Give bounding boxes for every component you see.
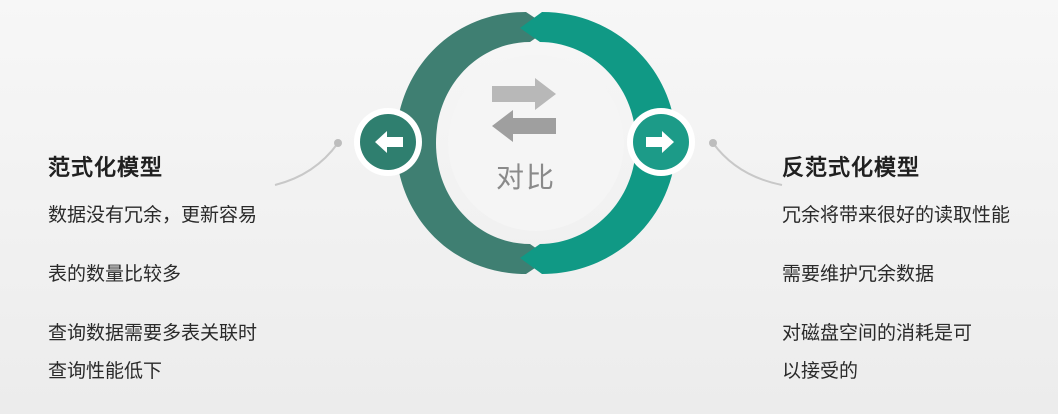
right-item-2: 需要维护冗余数据 — [782, 263, 935, 285]
arrow-left-icon — [375, 131, 403, 153]
left-ring-segment — [396, 12, 550, 274]
right-title: 反范式化模型 — [782, 156, 921, 181]
left-connector — [274, 139, 342, 186]
left-nav-button[interactable] — [354, 108, 422, 176]
left-item-3-line-2: 查询性能低下 — [48, 360, 163, 382]
right-item-3-line-1: 对磁盘空间的消耗是可 — [782, 322, 973, 344]
arrow-right-icon — [646, 131, 674, 153]
right-item-3-line-2: 以接受的 — [782, 360, 859, 382]
center-label: 对比 — [495, 161, 556, 194]
right-item-1: 冗余将带来很好的读取性能 — [782, 204, 1011, 226]
right-nav-button[interactable] — [627, 108, 695, 176]
swap-arrows-icon — [492, 78, 556, 142]
right-ring-segment — [520, 12, 676, 274]
left-item-2: 表的数量比较多 — [48, 263, 182, 285]
left-item-3: 查询数据需要多表关联时 查询性能低下 — [48, 314, 257, 390]
right-connector — [709, 139, 783, 186]
left-title: 范式化模型 — [48, 156, 164, 181]
right-item-3: 对磁盘空间的消耗是可 以接受的 — [782, 314, 972, 390]
left-item-3-line-1: 查询数据需要多表关联时 — [48, 322, 258, 344]
left-item-1: 数据没有冗余，更新容易 — [48, 204, 258, 226]
